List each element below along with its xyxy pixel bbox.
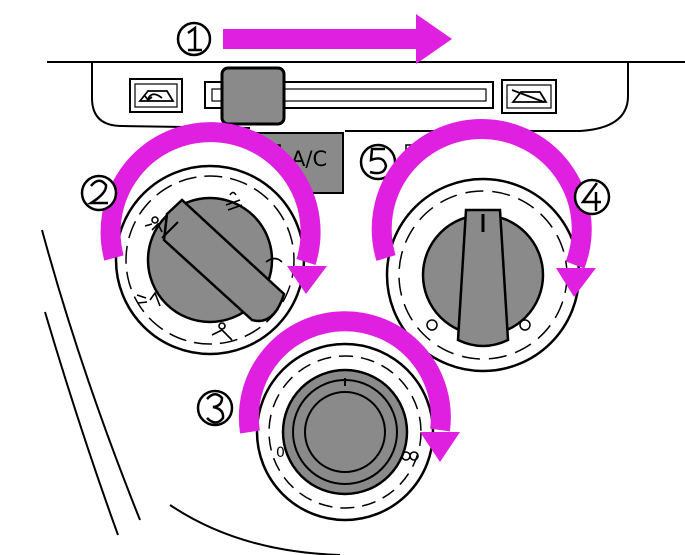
arrow-1 <box>223 14 452 64</box>
face-vent-icon <box>144 216 163 233</box>
dial-4-right-dot <box>519 319 531 331</box>
fresh-air-button[interactable] <box>501 79 557 114</box>
windshield-defrost-icon <box>225 191 243 211</box>
panel-outline <box>41 61 685 555</box>
arrow-2 <box>100 122 327 294</box>
recirculation-button[interactable] <box>129 78 183 113</box>
feet-vent-icon <box>211 322 233 341</box>
temperature-slider[interactable] <box>204 66 494 126</box>
slider-handle[interactable] <box>220 66 286 126</box>
air-distribution-dial[interactable] <box>114 164 306 356</box>
callout-3 <box>196 389 234 427</box>
recirculation-icon <box>138 90 175 102</box>
temperature-dial[interactable] <box>385 177 581 373</box>
dial-2-marker <box>265 257 283 263</box>
dial-4-left-dot <box>426 319 438 331</box>
fan-speed-dial[interactable]: 0 <box>255 342 435 522</box>
face-feet-vent-icon <box>136 291 161 307</box>
fan-min-label: 0 <box>276 445 285 461</box>
callout-2 <box>80 174 118 212</box>
fresh-air-icon <box>511 89 548 103</box>
callout-1 <box>176 21 212 57</box>
max-fan-icon <box>401 451 419 461</box>
arrow-3 <box>238 311 460 462</box>
callout-5 <box>359 143 421 181</box>
callout-4 <box>573 178 611 216</box>
